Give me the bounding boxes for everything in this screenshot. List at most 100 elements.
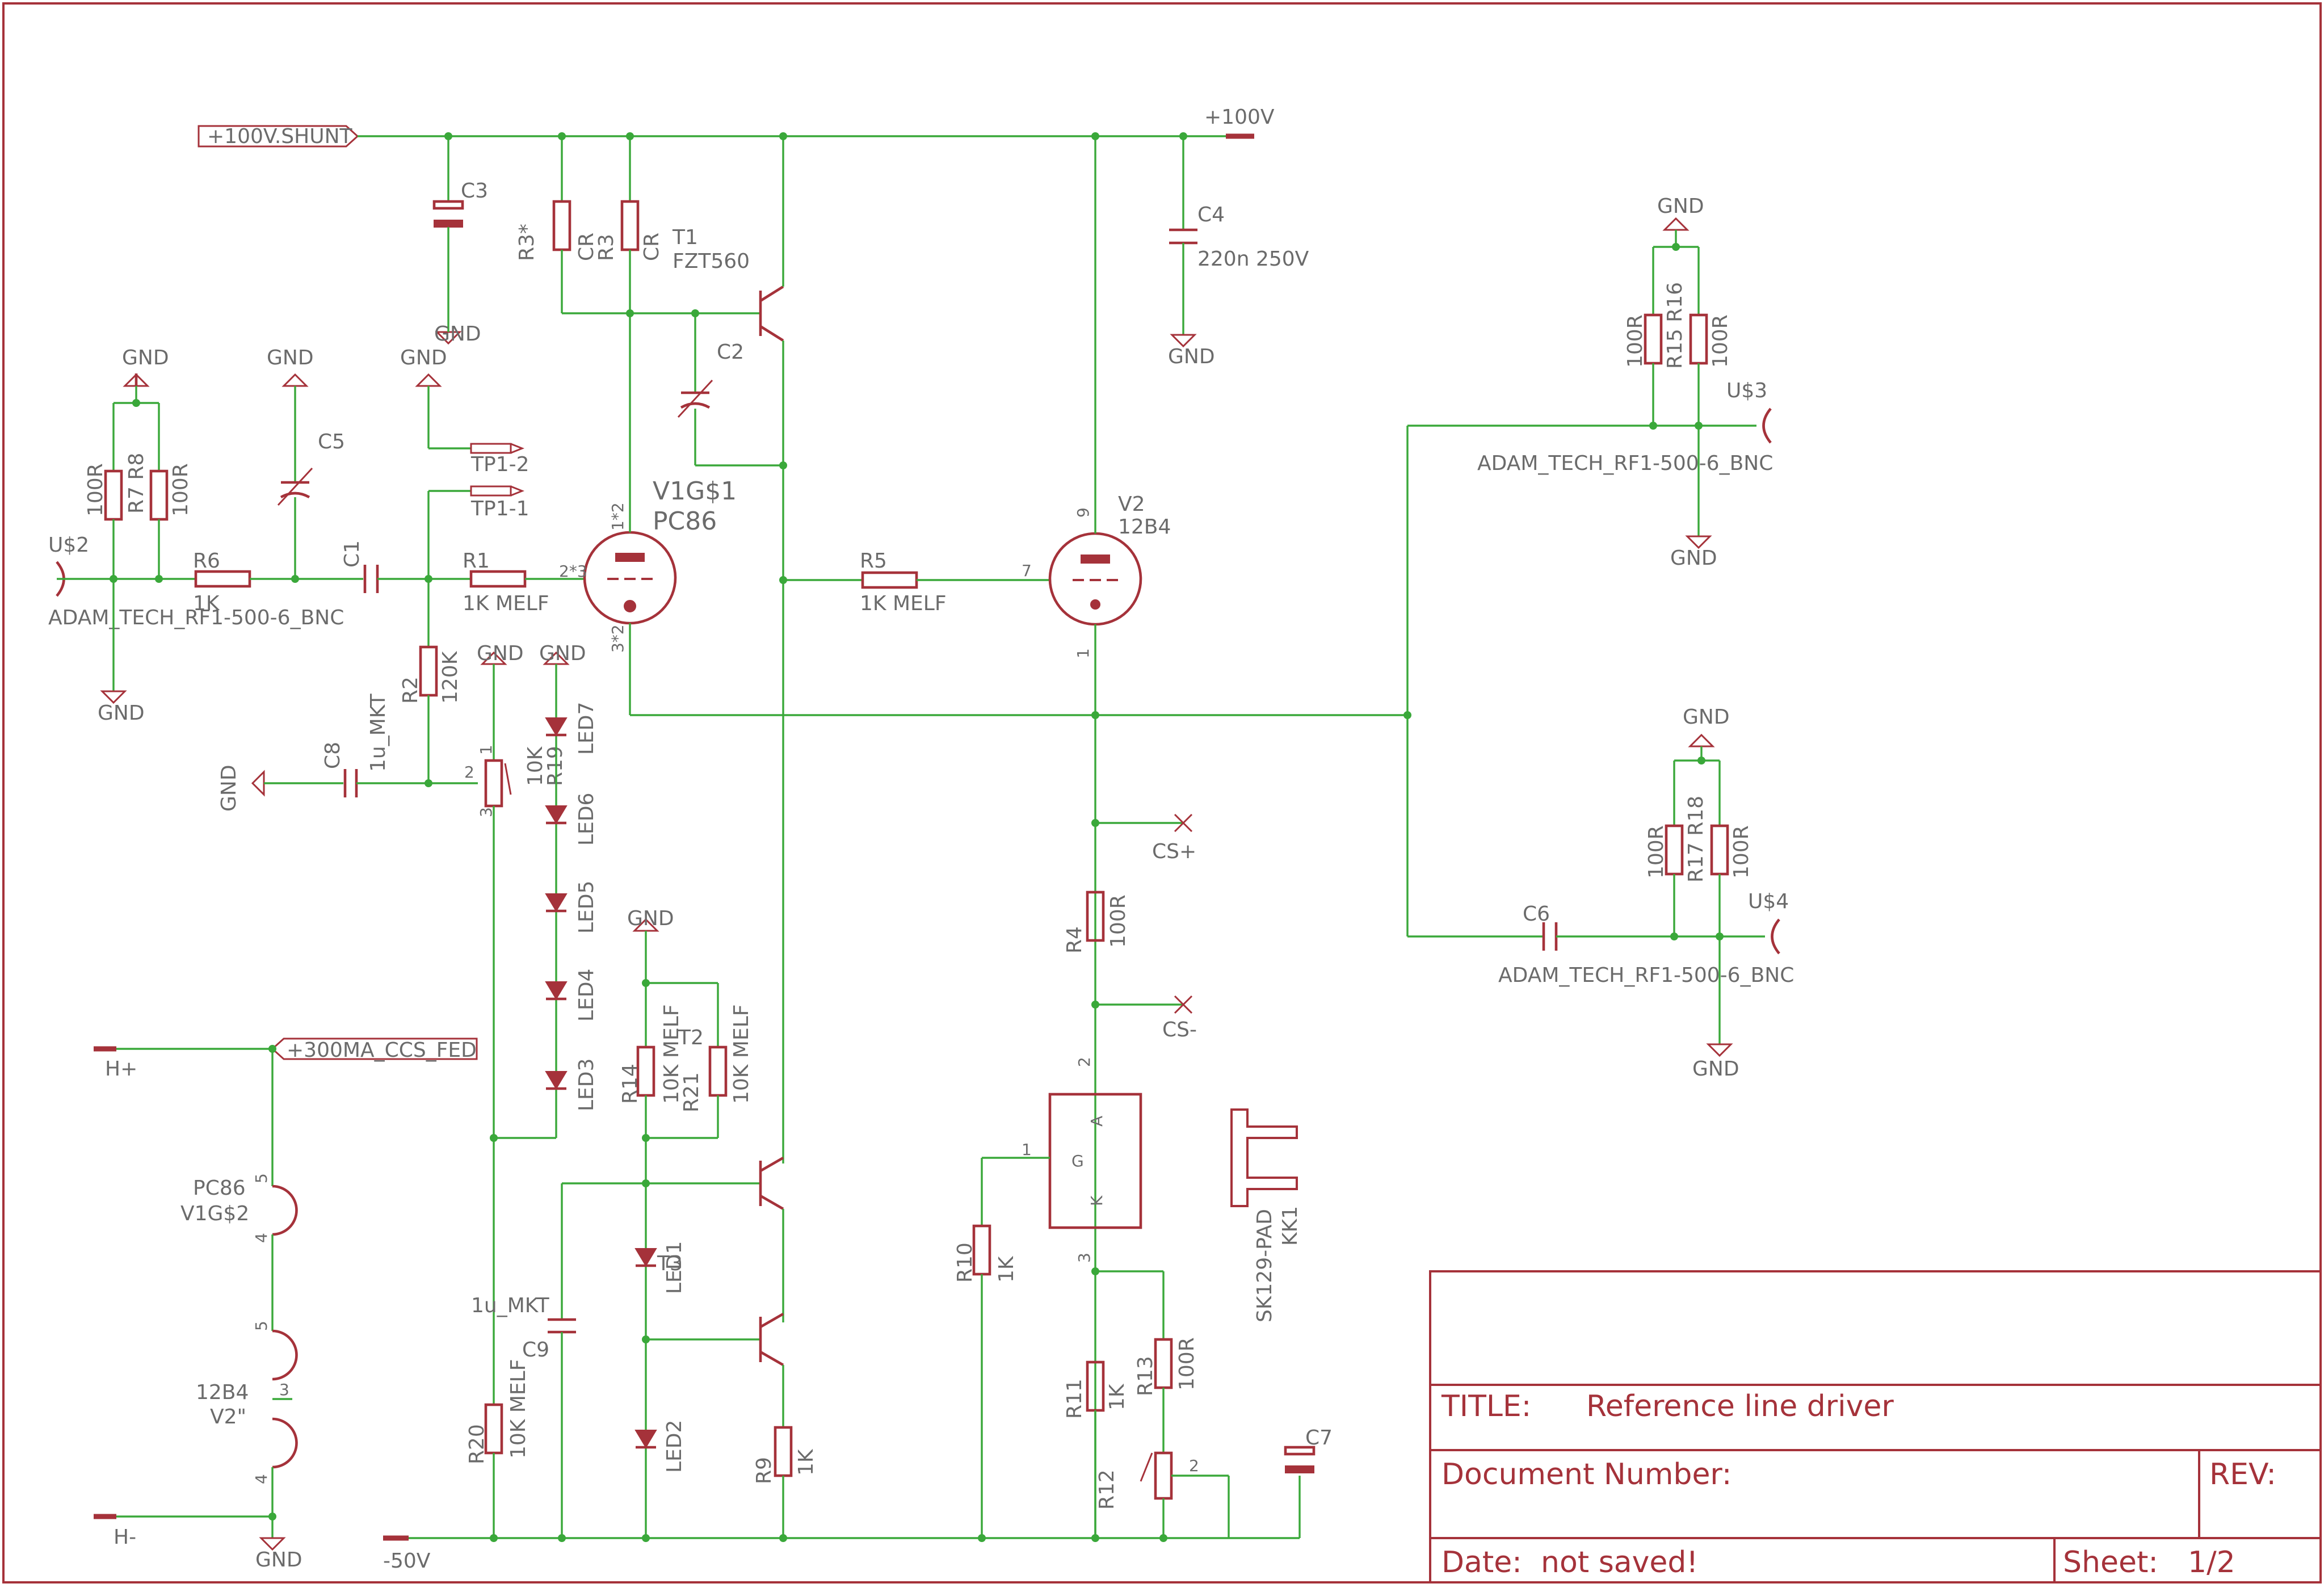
r10-value: 1K — [995, 1255, 1018, 1283]
r8-value: 100R — [169, 463, 192, 516]
r21-label: R21 — [680, 1072, 703, 1112]
transistor-t2 — [759, 1157, 784, 1322]
r7-r8-label: R7 R8 — [125, 453, 148, 514]
resistor-r1 — [469, 570, 585, 588]
r19-pin-3: 3 — [477, 807, 495, 817]
reg-pin-3: 3 — [1075, 1253, 1094, 1263]
capacitor-c5 — [277, 373, 313, 579]
kk1-label: KK1 — [1279, 1206, 1302, 1246]
capacitor-c1 — [363, 565, 471, 593]
r4-value: 100R — [1107, 894, 1130, 948]
t1-value: FZT560 — [673, 250, 750, 273]
v1-anode-pin: 1*2 — [608, 502, 627, 531]
h-minus-label: H- — [114, 1526, 136, 1549]
v2-value: 12B4 — [1118, 515, 1171, 539]
gnd-heater-label: GND — [255, 1548, 302, 1572]
bnc-connector-u2 — [56, 561, 196, 597]
r12-pin-2: 2 — [1189, 1456, 1199, 1475]
resistors-r14-r21 — [632, 918, 728, 1538]
r9-value: 1K — [795, 1448, 818, 1476]
reg-pin-1: 1 — [1022, 1140, 1032, 1159]
u3-label: U$3 — [1726, 379, 1767, 402]
v2-cathode-pin: 1 — [1074, 648, 1092, 658]
v1-grid-pin: 2*3 — [559, 562, 587, 581]
rev-label: REV: — [2209, 1457, 2276, 1492]
heater1-value: PC86 — [193, 1177, 246, 1200]
capacitor-c2 — [677, 313, 783, 467]
cs-minus-label: CS- — [1162, 1018, 1197, 1041]
c2-label: C2 — [717, 341, 744, 364]
transistor-t1 — [759, 136, 784, 1163]
title-value: Reference line driver — [1586, 1389, 1894, 1423]
plus100-label: +100V — [1204, 106, 1275, 129]
c4-value: 220n 250V — [1197, 247, 1309, 271]
r12-label: R12 — [1095, 1469, 1119, 1510]
u4-value: ADAM_TECH_RF1-500-6_BNC — [1498, 964, 1794, 987]
led-stack — [543, 651, 570, 1138]
gnd-r19-label: GND — [477, 642, 524, 665]
c5-label: C5 — [318, 430, 345, 453]
capacitor-c3 — [432, 136, 464, 345]
r13-label: R13 — [1134, 1356, 1157, 1396]
heater2-pin5: 5 — [252, 1321, 271, 1331]
resistor-r6 — [194, 570, 363, 588]
led3-label: LED3 — [575, 1058, 598, 1111]
v2-anode-pin: 9 — [1074, 507, 1092, 518]
r14-label: R14 — [619, 1064, 642, 1104]
ccs-regulator-block — [982, 1093, 1142, 1229]
gnd-r7-label: GND — [122, 346, 169, 369]
kk1-value: SK129-PAD — [1253, 1209, 1276, 1322]
gnd-r14-label: GND — [627, 907, 674, 930]
resistor-r13 — [1154, 1271, 1173, 1453]
reg-cathode-label: K — [1087, 1195, 1106, 1206]
gnd-c3-label: GND — [434, 322, 481, 346]
v2-label: V2 — [1118, 493, 1145, 516]
t2-label: T2 — [678, 1026, 704, 1049]
r14-value: 10K MELF — [660, 1005, 683, 1104]
ccs-fed-label: +300MA_CCS_FED — [287, 1039, 477, 1062]
gnd-led-label: GND — [539, 642, 586, 665]
r1-value: 1K MELF — [463, 592, 549, 615]
led1-label: LED1 — [663, 1241, 686, 1294]
r15-value: 100R — [1624, 314, 1647, 368]
c9-label: C9 — [522, 1338, 549, 1362]
r16-value: 100R — [1709, 314, 1732, 368]
r17-r18-label: R17 R18 — [1684, 796, 1708, 883]
r10-label: R10 — [953, 1242, 977, 1283]
sheet-label: Sheet: — [2063, 1545, 2158, 1580]
r19-value: 10K — [524, 746, 547, 786]
r15-r16-label: R15 R16 — [1663, 282, 1687, 369]
c4-label: C4 — [1197, 203, 1225, 226]
resistor-r3 — [620, 136, 640, 313]
gnd-u3-top-label: GND — [1657, 195, 1704, 218]
resistor-r9 — [774, 1426, 793, 1538]
resistor-r2 — [419, 579, 438, 783]
tp1-2-label: TP1-2 — [470, 453, 529, 476]
r18-value: 100R — [1730, 825, 1753, 879]
c1-label: C1 — [341, 540, 364, 568]
c6-label: C6 — [1523, 902, 1550, 926]
led1-led2 — [634, 1248, 657, 1449]
led6-label: LED6 — [575, 793, 598, 846]
r19-pin-1: 1 — [477, 745, 495, 755]
document-number-label: Document Number: — [1442, 1457, 1732, 1492]
shunt-rail-label: +100V.SHUNT — [207, 125, 353, 148]
r11-label: R11 — [1063, 1379, 1086, 1419]
led4-label: LED4 — [575, 969, 598, 1022]
no-connect-cs-minus — [1174, 995, 1193, 1014]
c8-label: C8 — [321, 742, 344, 769]
u2-label: U$2 — [48, 534, 89, 557]
c8-value: 1u_MKT — [367, 693, 390, 772]
title-block — [1429, 1270, 2322, 1583]
v1-value: PC86 — [653, 507, 717, 536]
u4-label: U$4 — [1748, 890, 1789, 913]
testpoint-tp1 — [415, 373, 525, 579]
minus50-label: -50V — [383, 1549, 431, 1573]
heater1-pin4: 4 — [252, 1233, 271, 1243]
r3star-label: R3* — [515, 224, 539, 261]
r21-value: 10K MELF — [730, 1005, 753, 1104]
gnd-u3-bottom-label: GND — [1670, 547, 1717, 570]
r5-label: R5 — [860, 549, 887, 573]
r20-label: R20 — [465, 1424, 489, 1464]
